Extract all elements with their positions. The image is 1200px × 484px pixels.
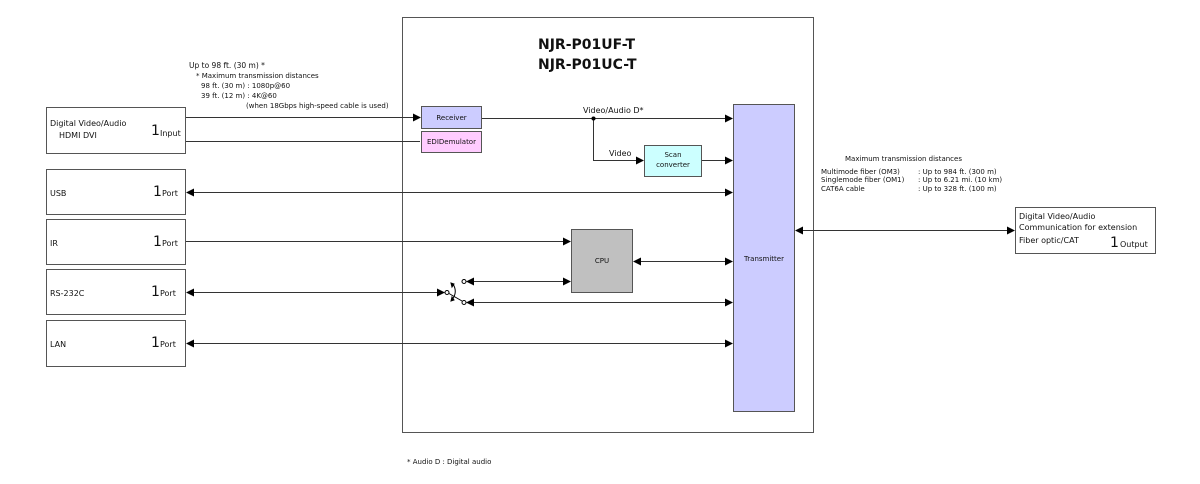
output-distance-title: Maximum transmission distances — [845, 155, 962, 163]
port-box-hdmi-input: Digital Video/Audio HDMI DVI 1 Input — [46, 107, 186, 154]
output-value-2: : Up to 6.21 mi. (10 km) — [918, 176, 1003, 184]
device-title-1: NJR-P01UF-T — [538, 37, 636, 53]
receiver-block: Receiver — [421, 106, 482, 129]
output-media-3: CAT6A cable — [821, 185, 865, 193]
port-count: 1 — [151, 335, 160, 351]
signal-video-audio: Video/Audio D* — [583, 106, 644, 115]
port-sub: HDMI DVI — [59, 131, 97, 140]
port-unit: Port — [160, 289, 176, 298]
transmitter-label: Transmitter — [744, 255, 784, 263]
port-name: USB — [50, 189, 67, 198]
input-distance-line3: (when 18Gbps high-speed cable is used) — [246, 102, 389, 110]
port-box-output: Digital Video/Audio Communication for ex… — [1015, 207, 1156, 254]
edid-emulator-block: EDIDemulator — [421, 131, 482, 153]
port-name: Digital Video/Audio — [50, 119, 127, 128]
output-value-3: : Up to 328 ft. (100 m) — [918, 185, 997, 193]
footnote: * Audio D : Digital audio — [407, 458, 492, 466]
device-title-2: NJR-P01UC-T — [538, 57, 637, 73]
cpu-block: CPU — [571, 229, 633, 293]
input-distance-headline: Up to 98 ft. (30 m) * — [189, 61, 265, 70]
transmitter-block: Transmitter — [733, 104, 795, 412]
port-name: LAN — [50, 340, 67, 349]
scan-label-1: Scan — [664, 151, 682, 159]
line-branch-scan — [593, 118, 644, 165]
scan-label-2: converter — [656, 161, 690, 169]
port-unit: Input — [160, 129, 181, 138]
output-value-1: : Up to 984 ft. (300 m) — [918, 168, 997, 176]
junction-dot — [591, 116, 596, 121]
port-unit: Port — [162, 189, 178, 198]
output-line3: Fiber optic/CAT — [1019, 236, 1079, 245]
port-name: IR — [50, 239, 58, 248]
port-count: 1 — [153, 184, 162, 200]
output-unit: Output — [1120, 240, 1148, 249]
signal-video: Video — [609, 149, 632, 158]
port-count: 1 — [151, 284, 160, 300]
input-distance-subtitle: * Maximum transmission distances — [196, 72, 319, 80]
selector-switch-icon — [444, 279, 467, 305]
port-box-ir: IR 1 Port — [46, 219, 186, 265]
cpu-label: CPU — [594, 257, 610, 265]
port-box-rs232c: RS-232C 1 Port — [46, 269, 186, 315]
device-enclosure — [402, 17, 814, 433]
port-name: RS-232C — [50, 289, 85, 298]
edid-label: EDIDemulator — [427, 138, 476, 146]
port-box-usb: USB 1 Port — [46, 169, 186, 215]
port-unit: Port — [160, 340, 176, 349]
output-count: 1 — [1110, 235, 1119, 251]
output-line1: Digital Video/Audio — [1019, 212, 1096, 221]
receiver-label: Receiver — [436, 114, 467, 122]
port-box-lan: LAN 1 Port — [46, 320, 186, 367]
output-media-2: Singlemode fiber (OM1) — [821, 176, 905, 184]
scan-converter-block: Scan converter — [644, 145, 702, 177]
port-count: 1 — [151, 123, 160, 139]
output-media-1: Multimode fiber (OM3) — [821, 168, 900, 176]
input-distance-line1: 98 ft. (30 m) : 1080p@60 — [201, 82, 291, 90]
input-distance-line2: 39 ft. (12 m) : 4K@60 — [201, 92, 277, 100]
port-count: 1 — [153, 234, 162, 250]
output-line2: Communication for extension — [1019, 223, 1138, 232]
port-unit: Port — [162, 239, 178, 248]
